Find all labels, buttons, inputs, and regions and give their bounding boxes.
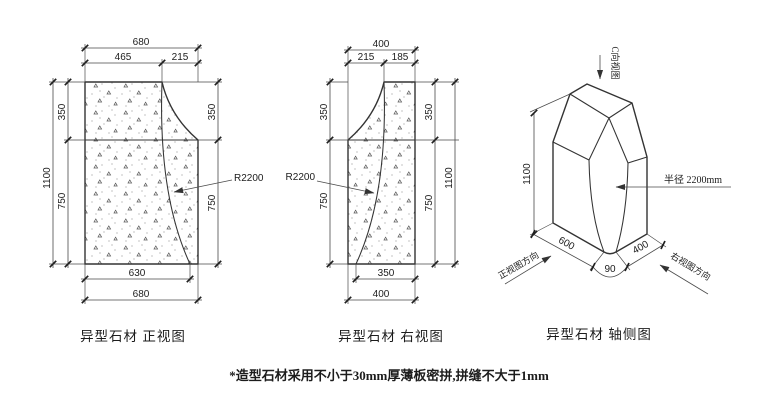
- dim-right-bottom-total: 400: [373, 289, 390, 300]
- dim-right-bottom-inner: 350: [378, 268, 395, 279]
- front-view-cut-corner: [162, 82, 198, 140]
- dim-front-height-total: 1100: [42, 167, 53, 189]
- axono-extension-lines: [529, 93, 667, 271]
- front-view-radius-curve: [161, 81, 191, 265]
- dim-right-top-left: 215: [358, 52, 375, 63]
- axono-outline: [552, 83, 648, 255]
- axono-dimension-lines: [532, 113, 664, 268]
- dim-axono-bottom-edge: 90: [604, 264, 616, 275]
- right-radius-leader-line: [316, 180, 375, 195]
- dim-axono-height: 1100: [522, 163, 533, 185]
- dim-front-right-upper: 350: [207, 103, 218, 120]
- dim-right-right-lower: 750: [424, 194, 435, 211]
- front-radius-label: R2200: [234, 173, 264, 184]
- front-radius-leader-line: [173, 179, 233, 194]
- dim-front-top-total: 680: [133, 37, 150, 48]
- dim-front-left-lower: 750: [57, 192, 68, 209]
- front-direction-arrow: [504, 255, 552, 285]
- axono-radius-note: 半径 2200mm: [664, 173, 722, 186]
- front-view: 680 465 215 1100 350 750 350 750 630 680…: [42, 37, 264, 344]
- axono-arc-dimension-line: [592, 266, 628, 278]
- right-view-cut-corner: [348, 82, 384, 140]
- c-view-label: C向视图: [610, 46, 621, 79]
- footnote: *造型石材采用不小于30mm厚薄板密拼,拼缝不大于1mm: [229, 368, 549, 383]
- dim-right-top-right: 185: [392, 52, 409, 63]
- dim-right-right-upper: 350: [424, 103, 435, 120]
- front-view-dimension-ticks: [49, 44, 222, 304]
- right-view-dimension-ticks: [326, 46, 459, 304]
- front-view-dimension-lines: [52, 47, 219, 301]
- right-view-title: 异型石材 右视图: [338, 329, 444, 344]
- dim-front-right-lower: 750: [207, 194, 218, 211]
- dim-front-top-left: 465: [115, 52, 132, 63]
- right-view-dimension-lines: [329, 49, 456, 301]
- axonometric-view: 1100 600 400 90 半径 2200mm C向视图 正视图方向 右视图…: [496, 46, 731, 342]
- dim-right-left-upper: 350: [319, 103, 330, 120]
- dim-front-top-right: 215: [172, 52, 189, 63]
- right-direction-label: 右视图方向: [669, 250, 713, 283]
- dim-front-bottom-inner: 630: [129, 268, 146, 279]
- front-view-outline: [84, 81, 199, 265]
- right-radius-label: R2200: [286, 172, 316, 183]
- axono-inner-edges: [552, 93, 648, 253]
- dim-right-height-total: 1100: [444, 167, 455, 189]
- dim-front-bottom-total: 680: [133, 289, 150, 300]
- right-view-radius-curve: [355, 81, 385, 265]
- axono-view-title: 异型石材 轴侧图: [546, 327, 652, 342]
- dim-right-top-total: 400: [373, 39, 390, 50]
- right-direction-arrow: [659, 264, 709, 295]
- front-view-title: 异型石材 正视图: [80, 329, 186, 344]
- dim-right-left-lower: 750: [319, 192, 330, 209]
- dim-axono-front-edge: 600: [556, 235, 576, 253]
- axono-dimension-ticks: [530, 109, 666, 272]
- right-view: 400 215 185 350 750 350 750 1100 350 400…: [286, 39, 459, 344]
- dim-front-left-upper: 350: [57, 103, 68, 120]
